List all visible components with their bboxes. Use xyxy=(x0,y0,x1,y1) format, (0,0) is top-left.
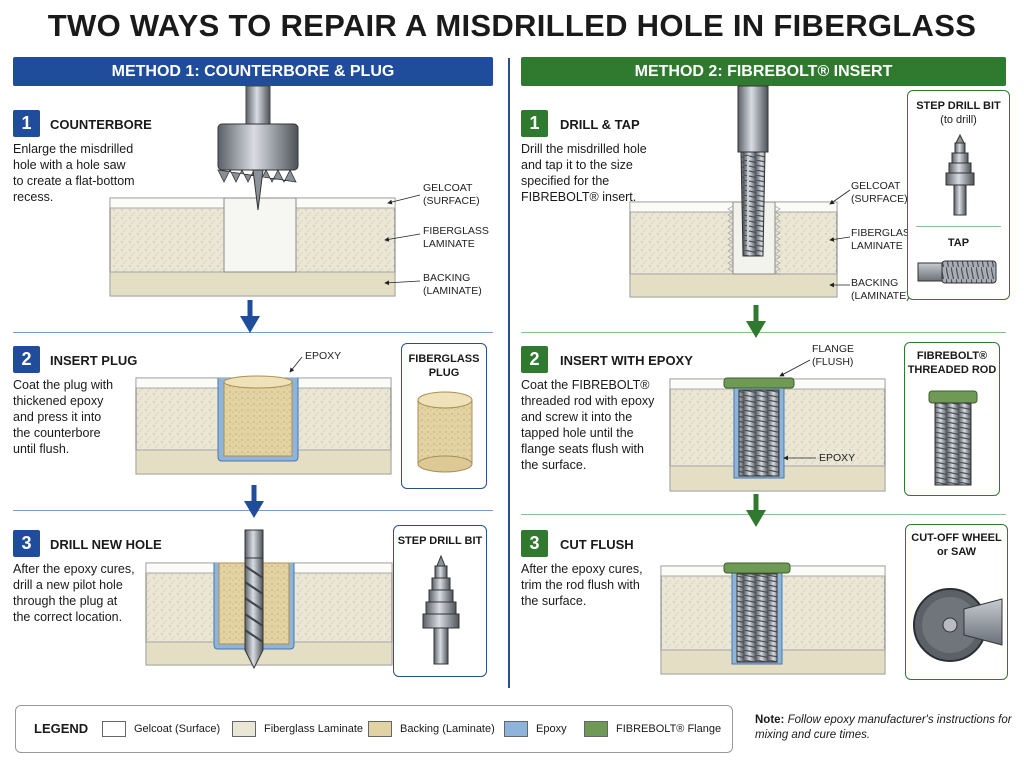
m2-step3-title: CUT FLUSH xyxy=(560,537,634,552)
m2-step3-number: 3 xyxy=(521,530,548,557)
m1-step3-desc: After the epoxy cures,drill a new pilot … xyxy=(13,562,135,624)
m2-step3-cross-section xyxy=(660,562,886,675)
method2-banner: METHOD 2: FIBREBOLT® INSERT xyxy=(521,57,1006,86)
m2-step1-cross-section xyxy=(629,201,838,298)
note: Note: Follow epoxy manufacturer's instru… xyxy=(755,713,1015,743)
m2-rod-inset: FIBREBOLT®THREADED ROD xyxy=(904,342,1000,496)
m2-label-gelcoat: GELCOAT(SURFACE) xyxy=(851,180,908,205)
step-drill-bit-icon xyxy=(422,554,460,665)
legend-item-laminate: Fiberglass Laminate xyxy=(232,721,363,737)
method-divider xyxy=(508,58,510,688)
legend-swatch-backing xyxy=(368,721,392,737)
method2-divider-2 xyxy=(521,514,1006,515)
m2-rod-inset-title: FIBREBOLT®THREADED ROD xyxy=(907,350,997,376)
drill-bit-icon xyxy=(244,529,264,670)
m1-step1-title: COUNTERBORE xyxy=(50,117,152,132)
note-text: Follow epoxy manufacturer's instructions… xyxy=(755,714,1012,741)
m1-step1-number: 1 xyxy=(13,110,40,137)
m2-step1-number: 1 xyxy=(521,110,548,137)
m2-step3-desc: After the epoxy cures,trim the rod flush… xyxy=(521,562,643,608)
method1-divider-1 xyxy=(13,332,493,333)
m2-label-epoxy: EPOXY xyxy=(819,452,856,464)
m2-step1-title: DRILL & TAP xyxy=(560,117,640,132)
threaded-rod-icon xyxy=(928,390,978,486)
m1-step2-cross-section xyxy=(135,375,392,475)
hole-saw-icon xyxy=(217,85,299,211)
legend-item-flange: FIBREBOLT® Flange xyxy=(584,721,721,737)
cutoff-wheel-icon xyxy=(913,588,1003,662)
m1-step1-cross-section xyxy=(109,197,396,297)
step-drill-bit-icon xyxy=(945,133,975,216)
fiberglass-plug-icon xyxy=(417,391,473,473)
method2-divider-1 xyxy=(521,332,1006,333)
m2-step2-number: 2 xyxy=(521,346,548,373)
m2-tools-inset: STEP DRILL BIT(to drill) TAP xyxy=(907,90,1010,300)
m1-step3-title: DRILL NEW HOLE xyxy=(50,537,162,552)
tap-icon xyxy=(917,260,997,284)
legend-swatch-flange xyxy=(584,721,608,737)
legend-item-backing: Backing (Laminate) xyxy=(368,721,495,737)
legend-title: LEGEND xyxy=(34,721,89,736)
legend-swatch-epoxy xyxy=(504,721,528,737)
m1-label-backing: BACKING(LAMINATE) xyxy=(423,272,482,297)
m1-label-epoxy: EPOXY xyxy=(305,350,342,362)
method1-banner: METHOD 1: COUNTERBORE & PLUG xyxy=(13,57,493,86)
m2-step2-desc: Coat the FIBREBOLT®threaded rod with epo… xyxy=(521,378,655,472)
m2-label-flange: FLANGE(FLUSH) xyxy=(812,343,855,368)
m1-step3-number: 3 xyxy=(13,530,40,557)
m1-step3-cross-section xyxy=(145,562,393,666)
m2-tap-label: TAP xyxy=(947,237,970,249)
m2-step2-cross-section xyxy=(669,377,886,492)
m2-step2-title: INSERT WITH EPOXY xyxy=(560,353,693,368)
legend-swatch-gelcoat xyxy=(102,721,126,737)
legend-swatch-laminate xyxy=(232,721,256,737)
legend: LEGEND Gelcoat (Surface) Fiberglass Lami… xyxy=(15,705,733,753)
note-label: Note: xyxy=(755,714,785,726)
page-title: TWO WAYS TO REPAIR A MISDRILLED HOLE IN … xyxy=(47,8,977,43)
legend-item-gelcoat: Gelcoat (Surface) xyxy=(102,721,220,737)
legend-item-epoxy: Epoxy xyxy=(504,721,567,737)
m2-tools-inset-title: STEP DRILL BIT(to drill) xyxy=(916,100,1001,126)
m1-step2-title: INSERT PLUG xyxy=(50,353,138,368)
m1-label-gelcoat: GELCOAT(SURFACE) xyxy=(423,182,480,207)
m1-step2-number: 2 xyxy=(13,346,40,373)
m2-label-backing: BACKING(LAMINATE) xyxy=(851,277,910,302)
tap-tool-icon xyxy=(737,85,769,257)
m1-stepbit-inset-title: STEP DRILL BIT xyxy=(397,535,483,547)
m1-stepbit-inset: STEP DRILL BIT xyxy=(393,525,487,677)
